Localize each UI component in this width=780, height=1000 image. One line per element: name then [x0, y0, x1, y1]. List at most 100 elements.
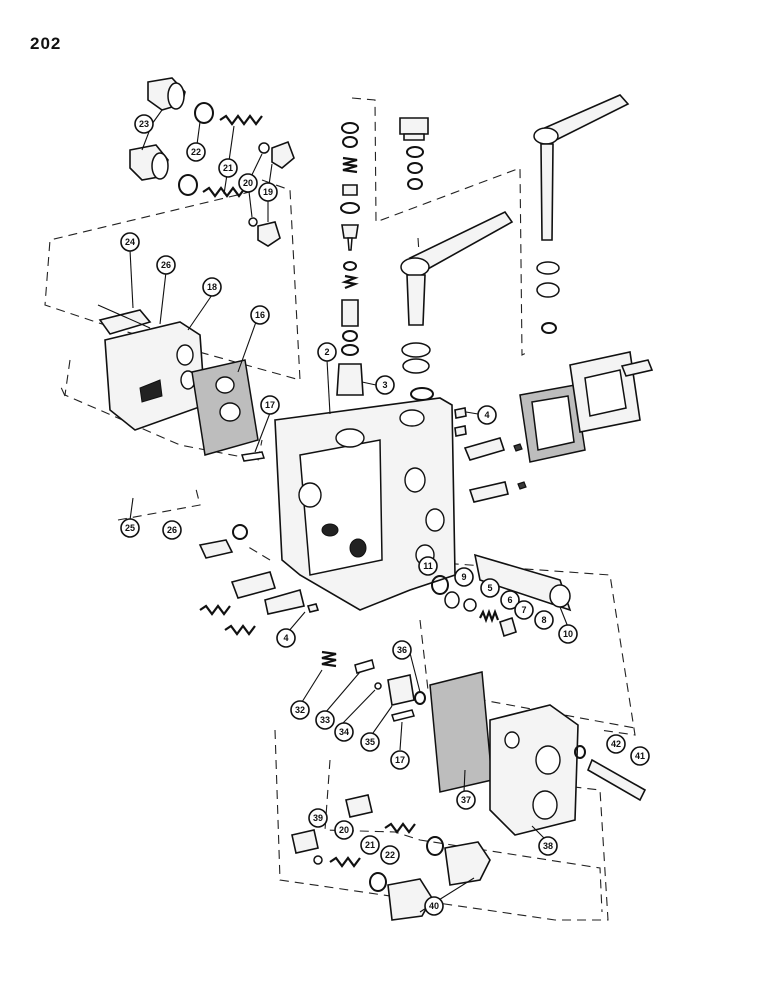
seat [345, 794, 373, 818]
callout-37: 37 [456, 790, 476, 810]
callout-26: 26 [162, 520, 182, 540]
svg-text:4: 4 [283, 633, 288, 643]
callout-38: 38 [538, 836, 558, 856]
callout-4: 4 [477, 405, 497, 425]
seat [291, 829, 319, 854]
svg-text:42: 42 [611, 739, 621, 749]
callout-36: 36 [392, 640, 412, 660]
spool [431, 553, 572, 638]
svg-text:17: 17 [265, 400, 275, 410]
svg-text:6: 6 [507, 595, 512, 605]
plunger [264, 589, 305, 615]
callout-8: 8 [534, 610, 554, 630]
control-lever-left [400, 210, 514, 401]
o-ring [369, 872, 387, 892]
svg-text:24: 24 [125, 237, 135, 247]
svg-text:10: 10 [563, 629, 573, 639]
callout-22: 22 [186, 142, 206, 162]
o-ring [426, 836, 444, 856]
plug [454, 425, 467, 437]
callout-23: 23 [134, 114, 154, 134]
callout-42: 42 [606, 734, 626, 754]
callout-21: 21 [360, 835, 380, 855]
callout-18: 18 [202, 277, 222, 297]
callout-2: 2 [317, 342, 337, 362]
callout-33: 33 [315, 710, 335, 730]
plug [454, 407, 467, 419]
svg-text:21: 21 [365, 840, 375, 850]
pin [241, 451, 265, 462]
pin [391, 709, 415, 722]
callout-17: 17 [260, 395, 280, 415]
callout-17: 17 [390, 750, 410, 770]
svg-text:22: 22 [385, 850, 395, 860]
o-ring [178, 174, 198, 196]
plug-small [306, 603, 320, 613]
svg-text:37: 37 [461, 795, 471, 805]
callout-40: 40 [424, 896, 444, 916]
svg-text:25: 25 [125, 523, 135, 533]
relief-fitting-upper [147, 77, 186, 111]
gasket-left [191, 359, 259, 456]
svg-text:7: 7 [521, 605, 526, 615]
callout-4: 4 [276, 628, 296, 648]
callout-34: 34 [334, 722, 354, 742]
callout-24: 24 [120, 232, 140, 252]
callout-16: 16 [250, 305, 270, 325]
svg-text:3: 3 [382, 380, 387, 390]
svg-text:39: 39 [313, 813, 323, 823]
end-cover-lower [489, 704, 579, 836]
page-number: 202 [30, 34, 62, 53]
ball [248, 217, 258, 227]
plunger [230, 571, 277, 599]
callout-32: 32 [290, 700, 310, 720]
detent-ball [513, 443, 523, 452]
callout-7: 7 [514, 600, 534, 620]
svg-text:19: 19 [263, 187, 273, 197]
svg-text:20: 20 [243, 178, 253, 188]
spring [321, 650, 337, 668]
callout-20: 20 [238, 173, 258, 193]
svg-text:35: 35 [365, 737, 375, 747]
washer [574, 745, 586, 759]
spring [219, 114, 263, 126]
svg-text:20: 20 [339, 825, 349, 835]
callout-20: 20 [334, 820, 354, 840]
svg-text:38: 38 [543, 841, 553, 851]
relief-fitting [444, 841, 491, 886]
callout-26: 26 [156, 255, 176, 275]
svg-text:26: 26 [161, 260, 171, 270]
spring [199, 604, 231, 616]
svg-text:32: 32 [295, 705, 305, 715]
plug [198, 539, 234, 559]
end-cover-left [97, 304, 206, 431]
callout-39: 39 [308, 808, 328, 828]
svg-text:40: 40 [429, 901, 439, 911]
svg-text:5: 5 [487, 583, 492, 593]
callout-21: 21 [218, 158, 238, 178]
spring [329, 856, 361, 868]
svg-text:21: 21 [223, 163, 233, 173]
svg-text:8: 8 [541, 615, 546, 625]
o-ring [414, 691, 426, 705]
svg-text:4: 4 [484, 410, 489, 420]
side-cover-right [519, 351, 654, 463]
bolt [586, 758, 647, 802]
o-ring [232, 524, 248, 540]
pin [354, 659, 375, 674]
detent-arm [468, 481, 509, 503]
callout-6: 6 [500, 590, 520, 610]
relief-fitting [387, 878, 433, 921]
seat [257, 221, 281, 247]
svg-text:18: 18 [207, 282, 217, 292]
svg-text:16: 16 [255, 310, 265, 320]
callout-11: 11 [418, 556, 438, 576]
seat [271, 140, 295, 169]
callout-22: 22 [380, 845, 400, 865]
detent-arm [463, 437, 506, 461]
svg-text:17: 17 [395, 755, 405, 765]
ball [313, 855, 323, 865]
svg-text:9: 9 [461, 572, 466, 582]
callout-5: 5 [480, 578, 500, 598]
